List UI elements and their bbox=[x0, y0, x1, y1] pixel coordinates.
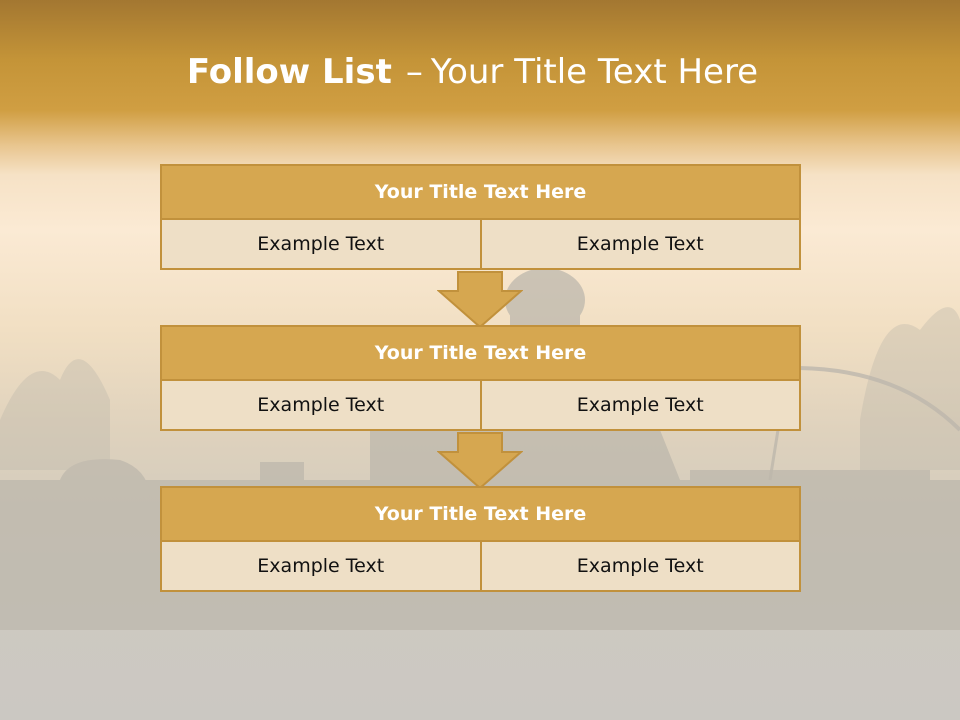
block-1-left-cell: Example Text bbox=[160, 220, 482, 270]
block-3-row: Example Text Example Text bbox=[160, 542, 801, 592]
block-3-title: Your Title Text Here bbox=[160, 486, 801, 542]
block-2-title: Your Title Text Here bbox=[160, 325, 801, 381]
block-1-row: Example Text Example Text bbox=[160, 220, 801, 270]
block-1-title: Your Title Text Here bbox=[160, 164, 801, 220]
list-block-1: Your Title Text Here Example Text Exampl… bbox=[160, 164, 801, 270]
block-3-left-cell: Example Text bbox=[160, 542, 482, 592]
block-1-right-cell: Example Text bbox=[481, 220, 801, 270]
block-2-row: Example Text Example Text bbox=[160, 381, 801, 431]
list-block-2: Your Title Text Here Example Text Exampl… bbox=[160, 325, 801, 431]
down-arrow-icon bbox=[437, 432, 523, 490]
list-block-3: Your Title Text Here Example Text Exampl… bbox=[160, 486, 801, 592]
title-rest: Your Title Text Here bbox=[430, 52, 759, 92]
slide-title: Follow List–Your Title Text Here bbox=[0, 52, 945, 92]
block-2-left-cell: Example Text bbox=[160, 381, 482, 431]
title-dash: – bbox=[405, 52, 423, 92]
down-arrow-icon bbox=[437, 271, 523, 329]
title-bold: Follow List bbox=[186, 52, 392, 92]
block-3-right-cell: Example Text bbox=[481, 542, 801, 592]
block-2-right-cell: Example Text bbox=[481, 381, 801, 431]
